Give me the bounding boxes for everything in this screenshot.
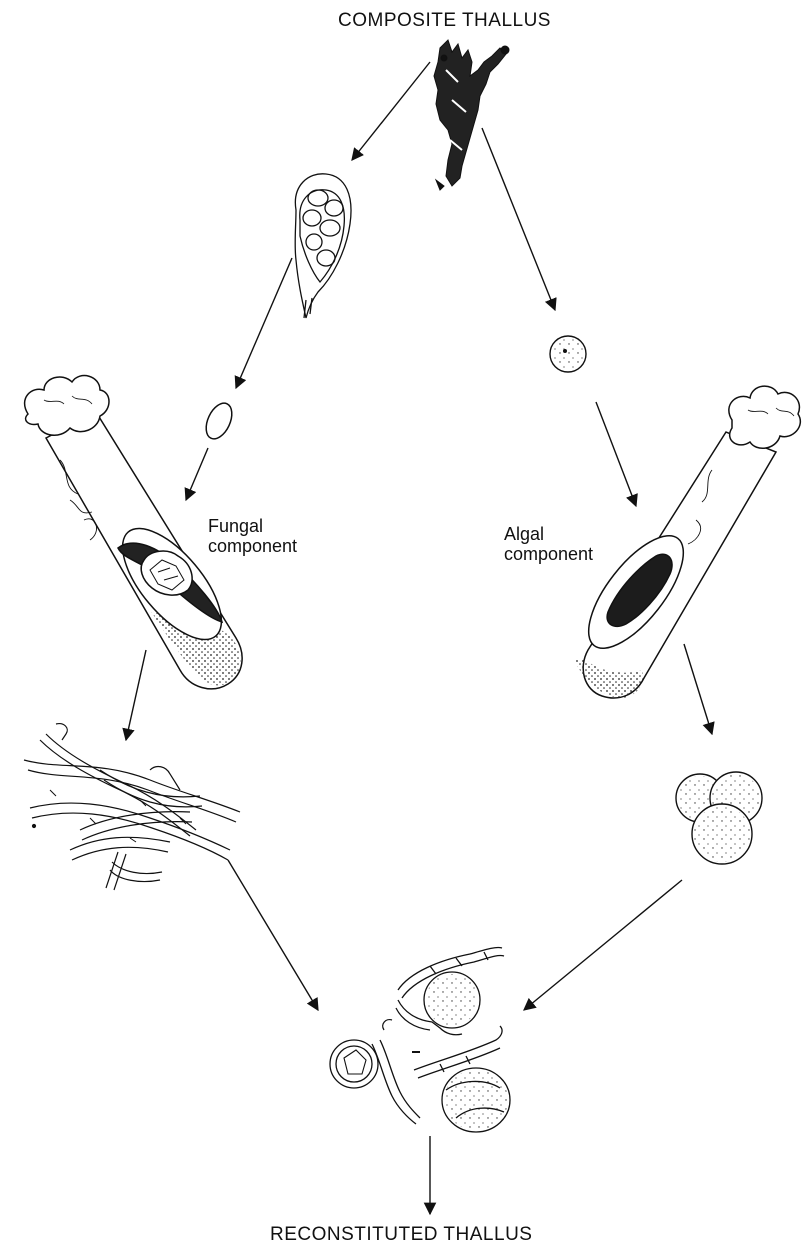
fungal-label-line2: component — [208, 536, 297, 556]
arrow-spore-to-fungal-tube — [186, 448, 208, 500]
arrow-algal-tube-to-algal-cells — [684, 644, 712, 734]
bottom-title-reconstituted-thallus: RECONSTITUTED THALLUS — [270, 1224, 532, 1246]
fungal-component-label: Fungal component — [208, 516, 297, 556]
arrow-ascus-to-spore — [236, 258, 292, 388]
arrow-thallus-to-algal-cell — [482, 128, 555, 310]
algal-label-line2: component — [504, 544, 593, 564]
arrow-algal-cells-to-reconstitution — [524, 880, 682, 1010]
reconstitution-stage — [330, 947, 510, 1132]
arrow-thallus-to-ascus — [352, 62, 430, 160]
ascus-with-spores — [295, 174, 351, 318]
ascospore — [201, 399, 237, 443]
fungal-label-line1: Fungal — [208, 516, 297, 536]
top-title-composite-thallus: COMPOSITE THALLUS — [338, 10, 551, 32]
arrow-algal-cell-to-algal-tube — [596, 402, 636, 506]
fungal-hyphae-mass — [24, 724, 240, 890]
algal-cell-cluster — [676, 772, 762, 864]
single-algal-cell — [550, 336, 586, 372]
algal-component-label: Algal component — [504, 524, 593, 564]
arrow-hyphae-to-reconstitution — [228, 860, 318, 1010]
algal-label-line1: Algal — [504, 524, 593, 544]
arrow-fungal-tube-to-hyphae — [126, 650, 146, 740]
